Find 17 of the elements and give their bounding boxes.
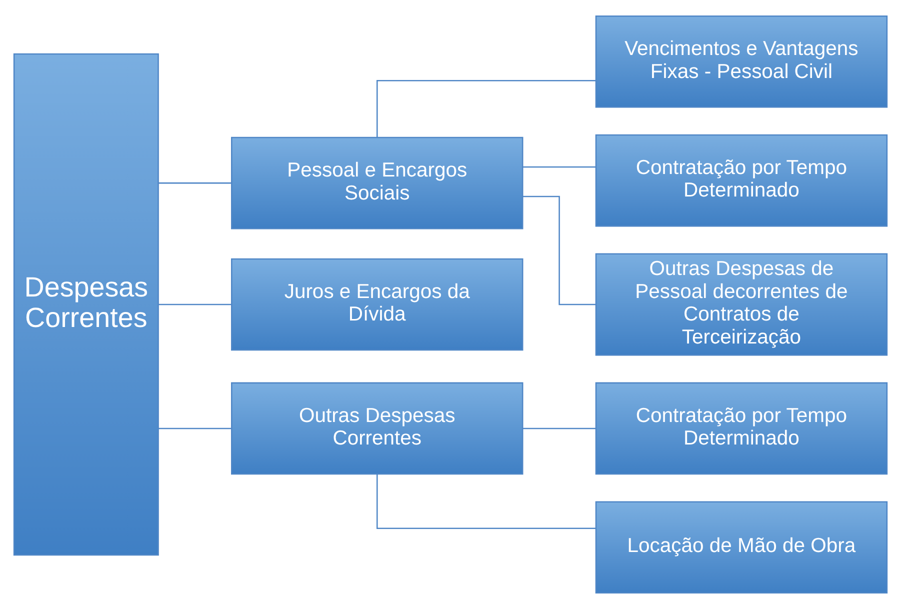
connector [522, 166, 596, 168]
node-box: Locação de Mão de Obra [594, 500, 888, 594]
connector [376, 79, 596, 137]
node-box: Juros e Encargos da Dívida [230, 258, 523, 350]
node-box: Despesas Correntes [12, 52, 158, 556]
node-box: Vencimentos e Vantagens Fixas - Pessoal Civil [594, 14, 888, 108]
node-box: Contratação por Tempo Determinado [594, 134, 888, 226]
connector [158, 303, 231, 305]
node-box: Outras Despesas de Pessoal decorrentes de Contratos de Terceirização [594, 252, 888, 356]
node-box: Contratação por Tempo Determinado [594, 382, 888, 474]
connector [522, 427, 596, 429]
node-box: Pessoal e Encargos Sociais [230, 136, 523, 229]
connector [158, 182, 231, 184]
connector [522, 195, 596, 305]
connector [158, 427, 231, 429]
connector [376, 474, 596, 529]
node-box: Outras Despesas Correntes [230, 382, 523, 474]
